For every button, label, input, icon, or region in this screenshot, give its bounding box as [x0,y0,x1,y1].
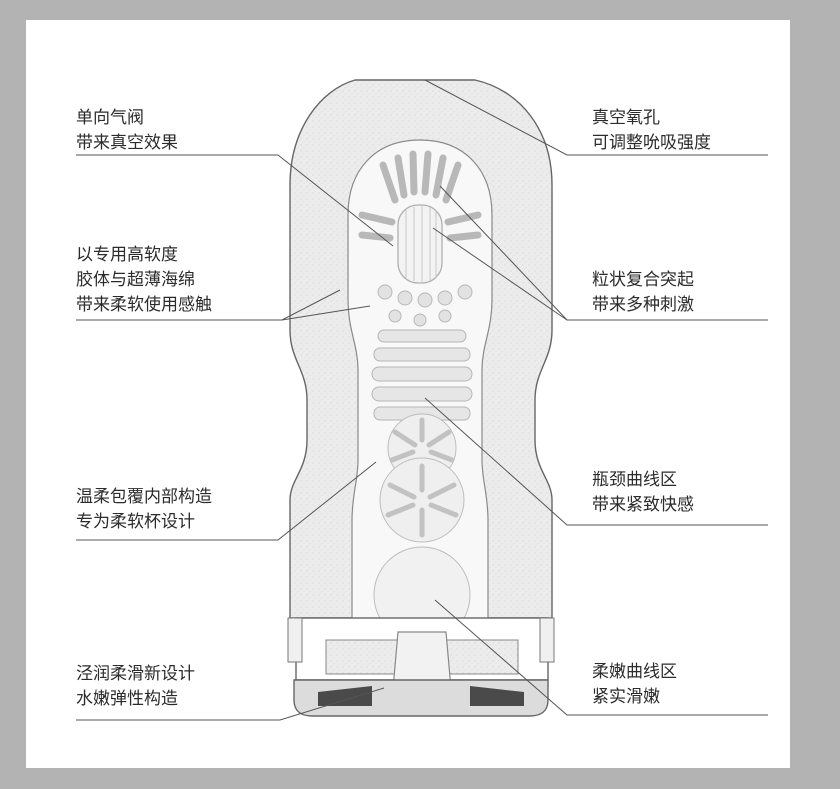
callout-nubs: 粒状复合突起 带来多种刺激 [592,268,694,318]
leader-nubs-2 [432,227,568,321]
callout-gel-line3: 带来柔软使用感触 [76,295,212,315]
callout-wrap-line2: 专为柔软杯设计 [76,512,195,532]
callout-valve: 单向气阀 带来真空效果 [76,106,178,156]
callout-valve-line2: 带来真空效果 [76,133,178,153]
callout-soft-line1: 柔嫩曲线区 [592,662,677,682]
callout-soft: 柔嫩曲线区 紧实滑嫩 [592,660,677,710]
callout-gel: 以专用高软度 胶体与超薄海绵 带来柔软使用感触 [76,243,212,318]
neck-ribs [371,329,473,421]
callout-wrap: 温柔包覆内部构造 专为柔软杯设计 [76,485,212,535]
leader-lines [76,79,768,721]
leader-soft [434,599,768,716]
leader-lube [76,687,385,721]
callout-valve-line1: 单向气阀 [76,108,144,128]
callout-lube-line2: 水嫩弹性构造 [76,689,178,709]
leader-gel-2 [281,305,371,321]
leader-valve [76,154,394,247]
callout-neck-line1: 瓶颈曲线区 [592,470,677,490]
base-assembly [287,617,555,717]
callout-lube: 泾润柔滑新设计 水嫩弹性构造 [76,662,195,712]
callout-neck: 瓶颈曲线区 带来紧致快感 [592,468,694,518]
leader-wrap [76,461,377,541]
top-chamber-bristles [358,150,482,242]
callout-wrap-line1: 温柔包覆内部构造 [76,487,212,507]
callout-hole: 真空氧孔 可调整吮吸强度 [592,106,711,156]
callout-soft-line2: 紧实滑嫩 [592,687,660,707]
callout-nubs-line1: 粒状复合突起 [592,270,694,290]
callout-gel-line1: 以专用高软度 [76,245,178,265]
nub-row [377,284,473,327]
callout-gel-line2: 胶体与超薄海绵 [76,270,195,290]
callout-neck-line2: 带来紧致快感 [592,495,694,515]
leader-neck [424,397,768,526]
callout-nubs-line2: 带来多种刺激 [592,295,694,315]
callout-lube-line1: 泾润柔滑新设计 [76,664,195,684]
spiky-chamber [379,413,465,543]
leader-hole [424,79,768,156]
callout-hole-line2: 可调整吮吸强度 [592,133,711,153]
central-ridged-nub [397,204,443,284]
callout-hole-line1: 真空氧孔 [592,108,660,128]
